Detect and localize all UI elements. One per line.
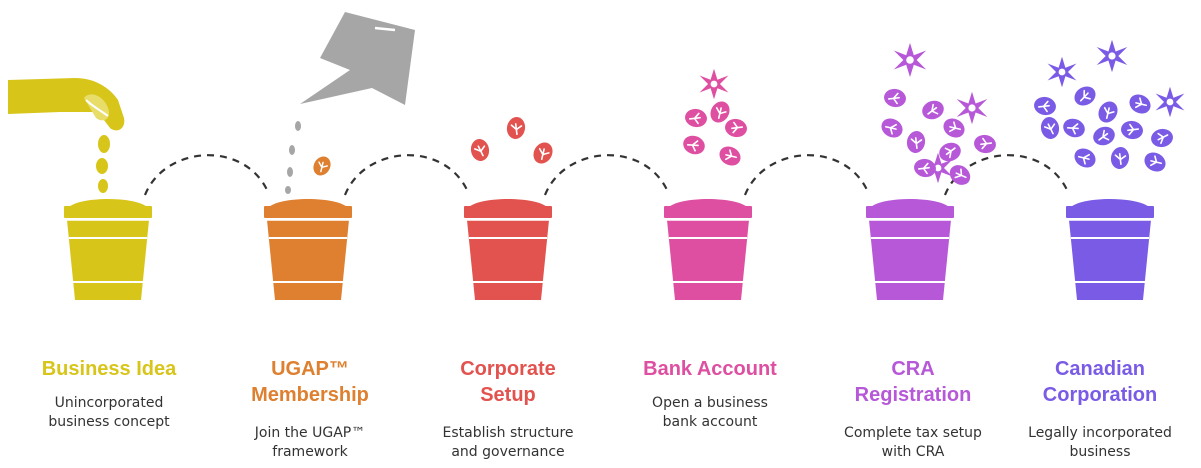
connector-2 [343, 154, 470, 196]
pot-icon [1066, 199, 1154, 300]
flower-icon [679, 68, 750, 171]
step-description: Open a business bank account [652, 395, 768, 430]
step-title: Bank Account [643, 358, 777, 380]
step-business-idea: Business Idea Unincorporated business co… [9, 356, 209, 432]
connector-1 [143, 154, 270, 196]
step-title: Canadian Corporation [1042, 358, 1158, 406]
step-cra-registration: CRA Registration Complete tax setup with… [813, 356, 1013, 462]
seedling-icon [309, 152, 335, 180]
flowers-icon-cra [877, 42, 999, 190]
step-description: Unincorporated business concept [48, 395, 170, 430]
flowers-icon [1031, 39, 1185, 177]
leaves-icon [468, 114, 558, 168]
pot-icon [866, 199, 954, 300]
pot-icon [264, 199, 352, 300]
hand-icon [8, 78, 125, 193]
step-description: Establish structure and governance [442, 425, 574, 460]
step-description: Legally incorporated business [1028, 425, 1172, 460]
step-bank-account: Bank Account Open a business bank accoun… [610, 356, 810, 432]
step-title: Corporate Setup [460, 358, 556, 406]
step-description: Join the UGAP™ framework [254, 425, 366, 460]
pots [64, 199, 1154, 300]
pot-icon [664, 199, 752, 300]
step-title: CRA Registration [854, 358, 972, 406]
connector-4 [743, 154, 870, 196]
pot-icon [64, 199, 152, 300]
dashed-connectors [143, 154, 1070, 196]
step-title: UGAP™ Membership [251, 358, 369, 406]
step-canadian-corporation: Canadian Corporation Legally incorporate… [1000, 356, 1200, 462]
pot-icon [464, 199, 552, 300]
connector-3 [543, 154, 670, 196]
watering-can-icon [285, 12, 415, 194]
step-description: Complete tax setup with CRA [844, 425, 982, 460]
step-corporate-setup: Corporate Setup Establish structure and … [408, 356, 608, 462]
step-title: Business Idea [41, 358, 177, 380]
step-ugap-membership: UGAP™ Membership Join the UGAP™ framewor… [210, 356, 410, 462]
